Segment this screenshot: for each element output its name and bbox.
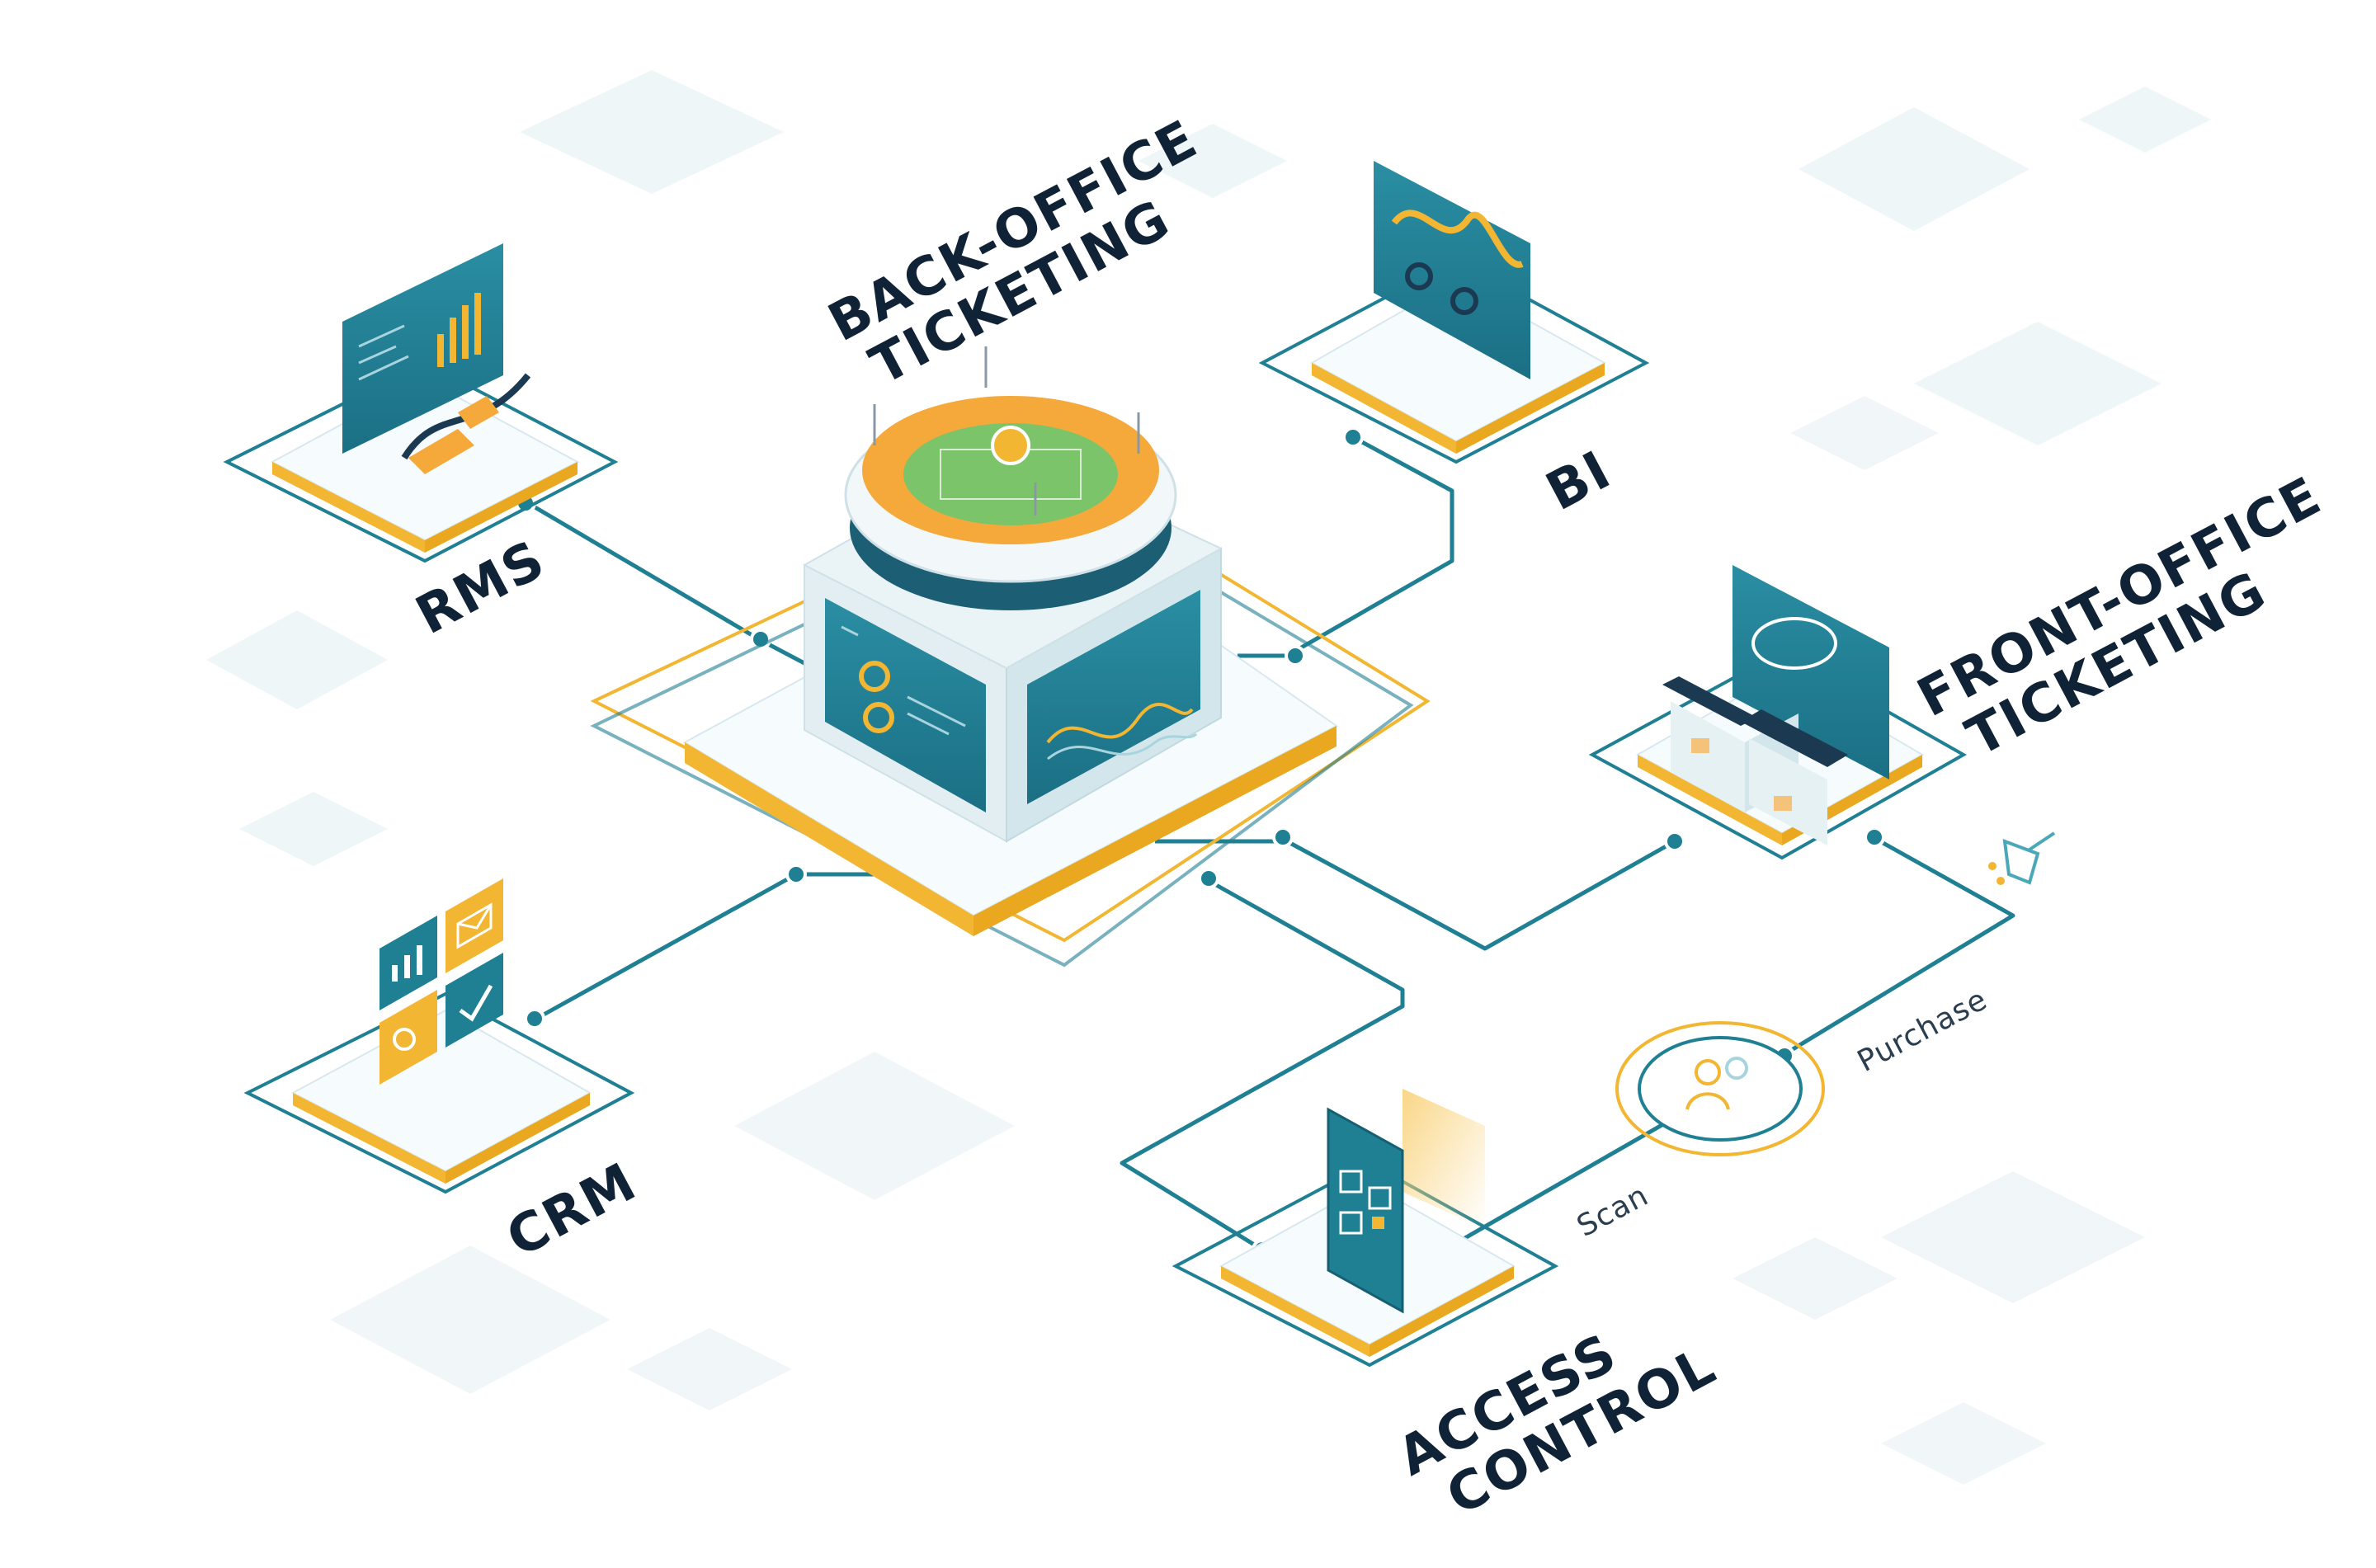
- user-icon: [1685, 1057, 1748, 1110]
- bar-chart-icon: [437, 293, 481, 367]
- crm-node[interactable]: [243, 878, 635, 1194]
- back-office-node[interactable]: [590, 346, 1431, 968]
- connector-access: [1120, 876, 1405, 1252]
- front-office-node[interactable]: [1588, 565, 1968, 860]
- purchase-label: Purchase: [1852, 982, 1993, 1079]
- background-tiles: [206, 70, 2211, 1485]
- rms-node[interactable]: [223, 243, 619, 563]
- connector-bi: [1238, 435, 1454, 658]
- check-icon: [459, 984, 493, 1022]
- bi-label: BI: [1537, 440, 1621, 523]
- front-office-label: FRONT-OFFICE TICKETING: [1908, 456, 2376, 780]
- stadium-icon: [844, 346, 1177, 610]
- qr-code-icon: [1339, 1170, 1392, 1235]
- connector-purchase: [1780, 835, 2015, 1058]
- crm-label: CRM: [497, 1151, 647, 1269]
- connector-front-office: [1155, 839, 1676, 951]
- user-ring: [1615, 1021, 1825, 1156]
- connector-scan: [1450, 1115, 1676, 1248]
- bar-chart-icon: [392, 945, 422, 982]
- access-control-node[interactable]: [1172, 1089, 1559, 1368]
- shop-icon: [1662, 676, 1848, 845]
- mail-icon: [456, 902, 493, 949]
- bi-node[interactable]: [1258, 161, 1650, 464]
- gear-icon: [393, 1028, 416, 1051]
- cart-icon: [1988, 831, 2056, 885]
- scan-label: Scan: [1572, 1179, 1654, 1244]
- line-chart-icon: [1391, 210, 1524, 315]
- access-control-label: ACCESS CONTROL: [1388, 1284, 1726, 1539]
- back-office-label: BACK-OFFICE TICKETING: [819, 99, 1252, 405]
